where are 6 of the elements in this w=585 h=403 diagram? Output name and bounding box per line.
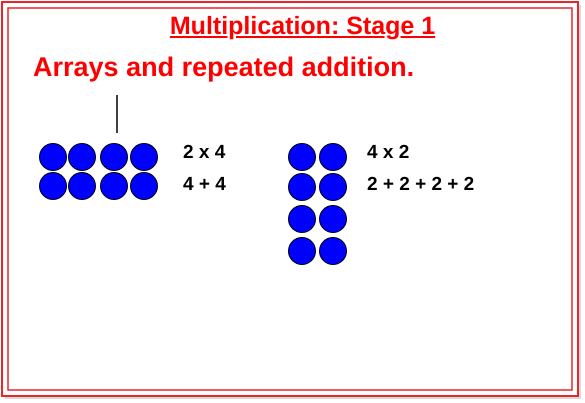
equation: 2 + 2 + 2 + 2	[367, 174, 474, 196]
equation: 4 + 4	[183, 174, 226, 196]
title: Multiplication: Stage 1	[168, 12, 436, 41]
equation: 4 x 2	[367, 142, 410, 164]
equation: 2 x 4	[183, 142, 226, 164]
subtitle: Arrays and repeated addition.	[33, 52, 414, 83]
